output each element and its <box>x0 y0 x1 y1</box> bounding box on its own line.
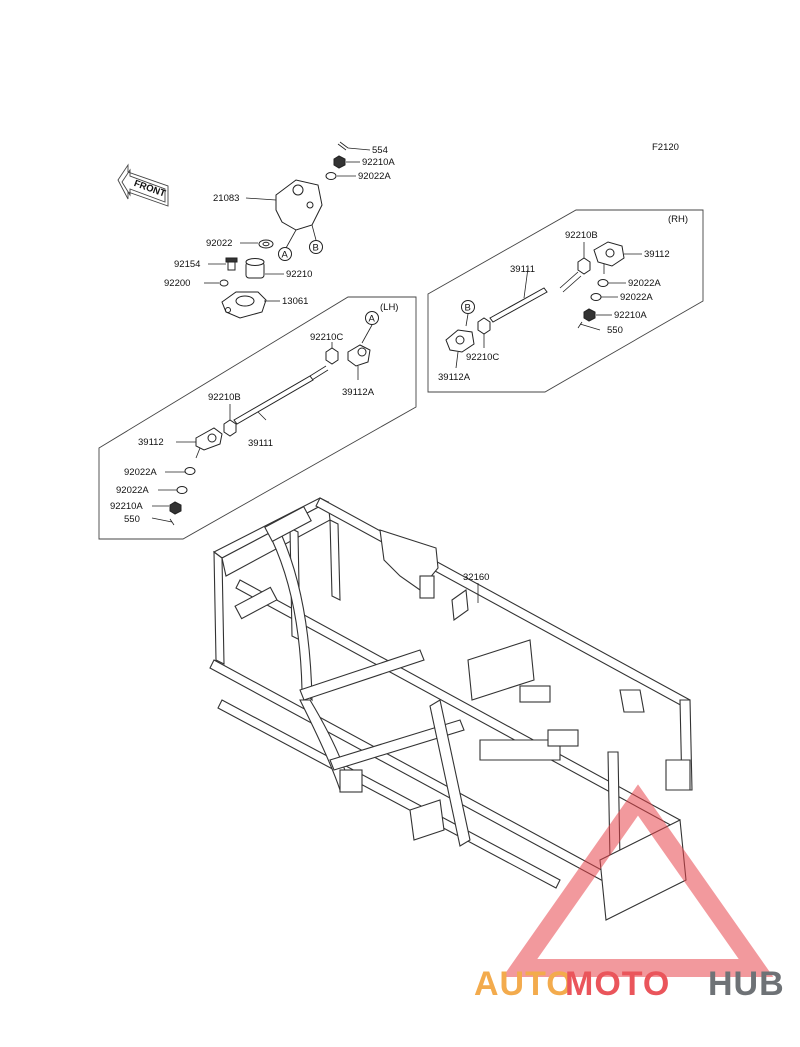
side-label-rh: (RH) <box>668 214 688 225</box>
marker-b-rh <box>461 300 475 314</box>
cotter-pin-550-rh <box>577 321 601 331</box>
label-13061: 13061 <box>282 296 308 307</box>
label-92022A-rh-2: 92022A <box>620 292 653 303</box>
washer-92022A-lh-2 <box>176 486 188 494</box>
rh-tie-rod-panel: (RH) 92210B 39112 39111 92022A 92022A 92… <box>427 209 704 393</box>
label-92210C-rh: 92210C <box>466 352 499 363</box>
label-92210: 92210 <box>286 269 312 280</box>
label-92210A-top: 92210A <box>362 157 395 168</box>
watermark-triangle-icon <box>502 784 774 977</box>
label-92210C-lh: 92210C <box>310 332 343 343</box>
nut-92210A-rh <box>583 308 596 322</box>
label-92200: 92200 <box>164 278 190 289</box>
washer-92022A-lh-1 <box>184 467 196 475</box>
svg-text:A: A <box>282 250 289 261</box>
label-21083: 21083 <box>213 193 239 204</box>
marker-a-lh <box>365 311 379 325</box>
nut-92210C-lh <box>325 347 339 365</box>
svg-text:AUTO: AUTO <box>474 965 574 1003</box>
tie-rod-39111-lh <box>233 375 314 425</box>
nut-92210C-rh <box>477 317 491 335</box>
label-92154: 92154 <box>174 259 200 270</box>
label-92022A-top: 92022A <box>358 171 391 182</box>
label-32160: 32160 <box>463 572 489 583</box>
svg-text:HUB: HUB <box>708 965 785 1003</box>
label-92022A-rh-1: 92022A <box>628 278 661 289</box>
label-39112-lh: 39112 <box>138 437 164 448</box>
main-frame-32160: 32160 <box>209 497 693 921</box>
side-label-lh: (LH) <box>380 302 398 313</box>
automotohub-watermark: AUTO MOTO HUB <box>474 784 785 1003</box>
cotter-pin-550-lh <box>151 517 175 526</box>
marker-b-top <box>309 240 323 254</box>
steering-bracket-assembly: 554 92210A 92022A 21083 A B 92022 92154 <box>164 141 395 319</box>
label-550-lh: 550 <box>124 514 140 525</box>
label-92022: 92022 <box>206 238 232 249</box>
label-92210A-rh: 92210A <box>614 310 647 321</box>
label-39111-rh: 39111 <box>510 264 535 275</box>
label-92210B-rh: 92210B <box>565 230 598 241</box>
label-92210B-lh: 92210B <box>208 392 241 403</box>
cotter-pin-554 <box>337 141 349 151</box>
label-39112-rh: 39112 <box>644 249 670 260</box>
front-arrow-icon: FRONT <box>117 163 169 207</box>
washer-92022A-rh-2 <box>590 293 602 301</box>
label-39112A-rh: 39112A <box>438 372 471 383</box>
tie-rod-end-39112A-lh <box>347 344 371 367</box>
diagram-code: F2120 <box>652 142 679 153</box>
lh-tie-rod-panel: (LH) A 39112A 92210C 39111 92210B 39112 <box>98 296 417 540</box>
washer-92022A-top <box>325 172 337 180</box>
label-39111-lh: 39111 <box>248 438 273 449</box>
washer-92022A-rh-1 <box>597 279 609 287</box>
nut-92210B-rh <box>577 257 591 275</box>
label-550-rh: 550 <box>607 325 623 336</box>
label-92022A-lh-2: 92022A <box>116 485 149 496</box>
svg-text:MOTO: MOTO <box>565 965 670 1003</box>
washer-92200 <box>219 279 229 287</box>
label-92022A-lh-1: 92022A <box>124 467 157 478</box>
nut-92210A-top <box>333 155 346 169</box>
svg-text:A: A <box>369 314 376 325</box>
nut-92210B-lh <box>223 419 237 437</box>
label-92210A-lh: 92210A <box>110 501 143 512</box>
nut-92210A-lh <box>169 501 182 515</box>
tie-rod-39111-rh <box>489 287 548 323</box>
svg-text:B: B <box>313 243 319 254</box>
label-554: 554 <box>372 145 388 156</box>
svg-text:B: B <box>465 303 471 314</box>
marker-a-top <box>278 247 292 261</box>
label-39112A-lh: 39112A <box>342 387 375 398</box>
